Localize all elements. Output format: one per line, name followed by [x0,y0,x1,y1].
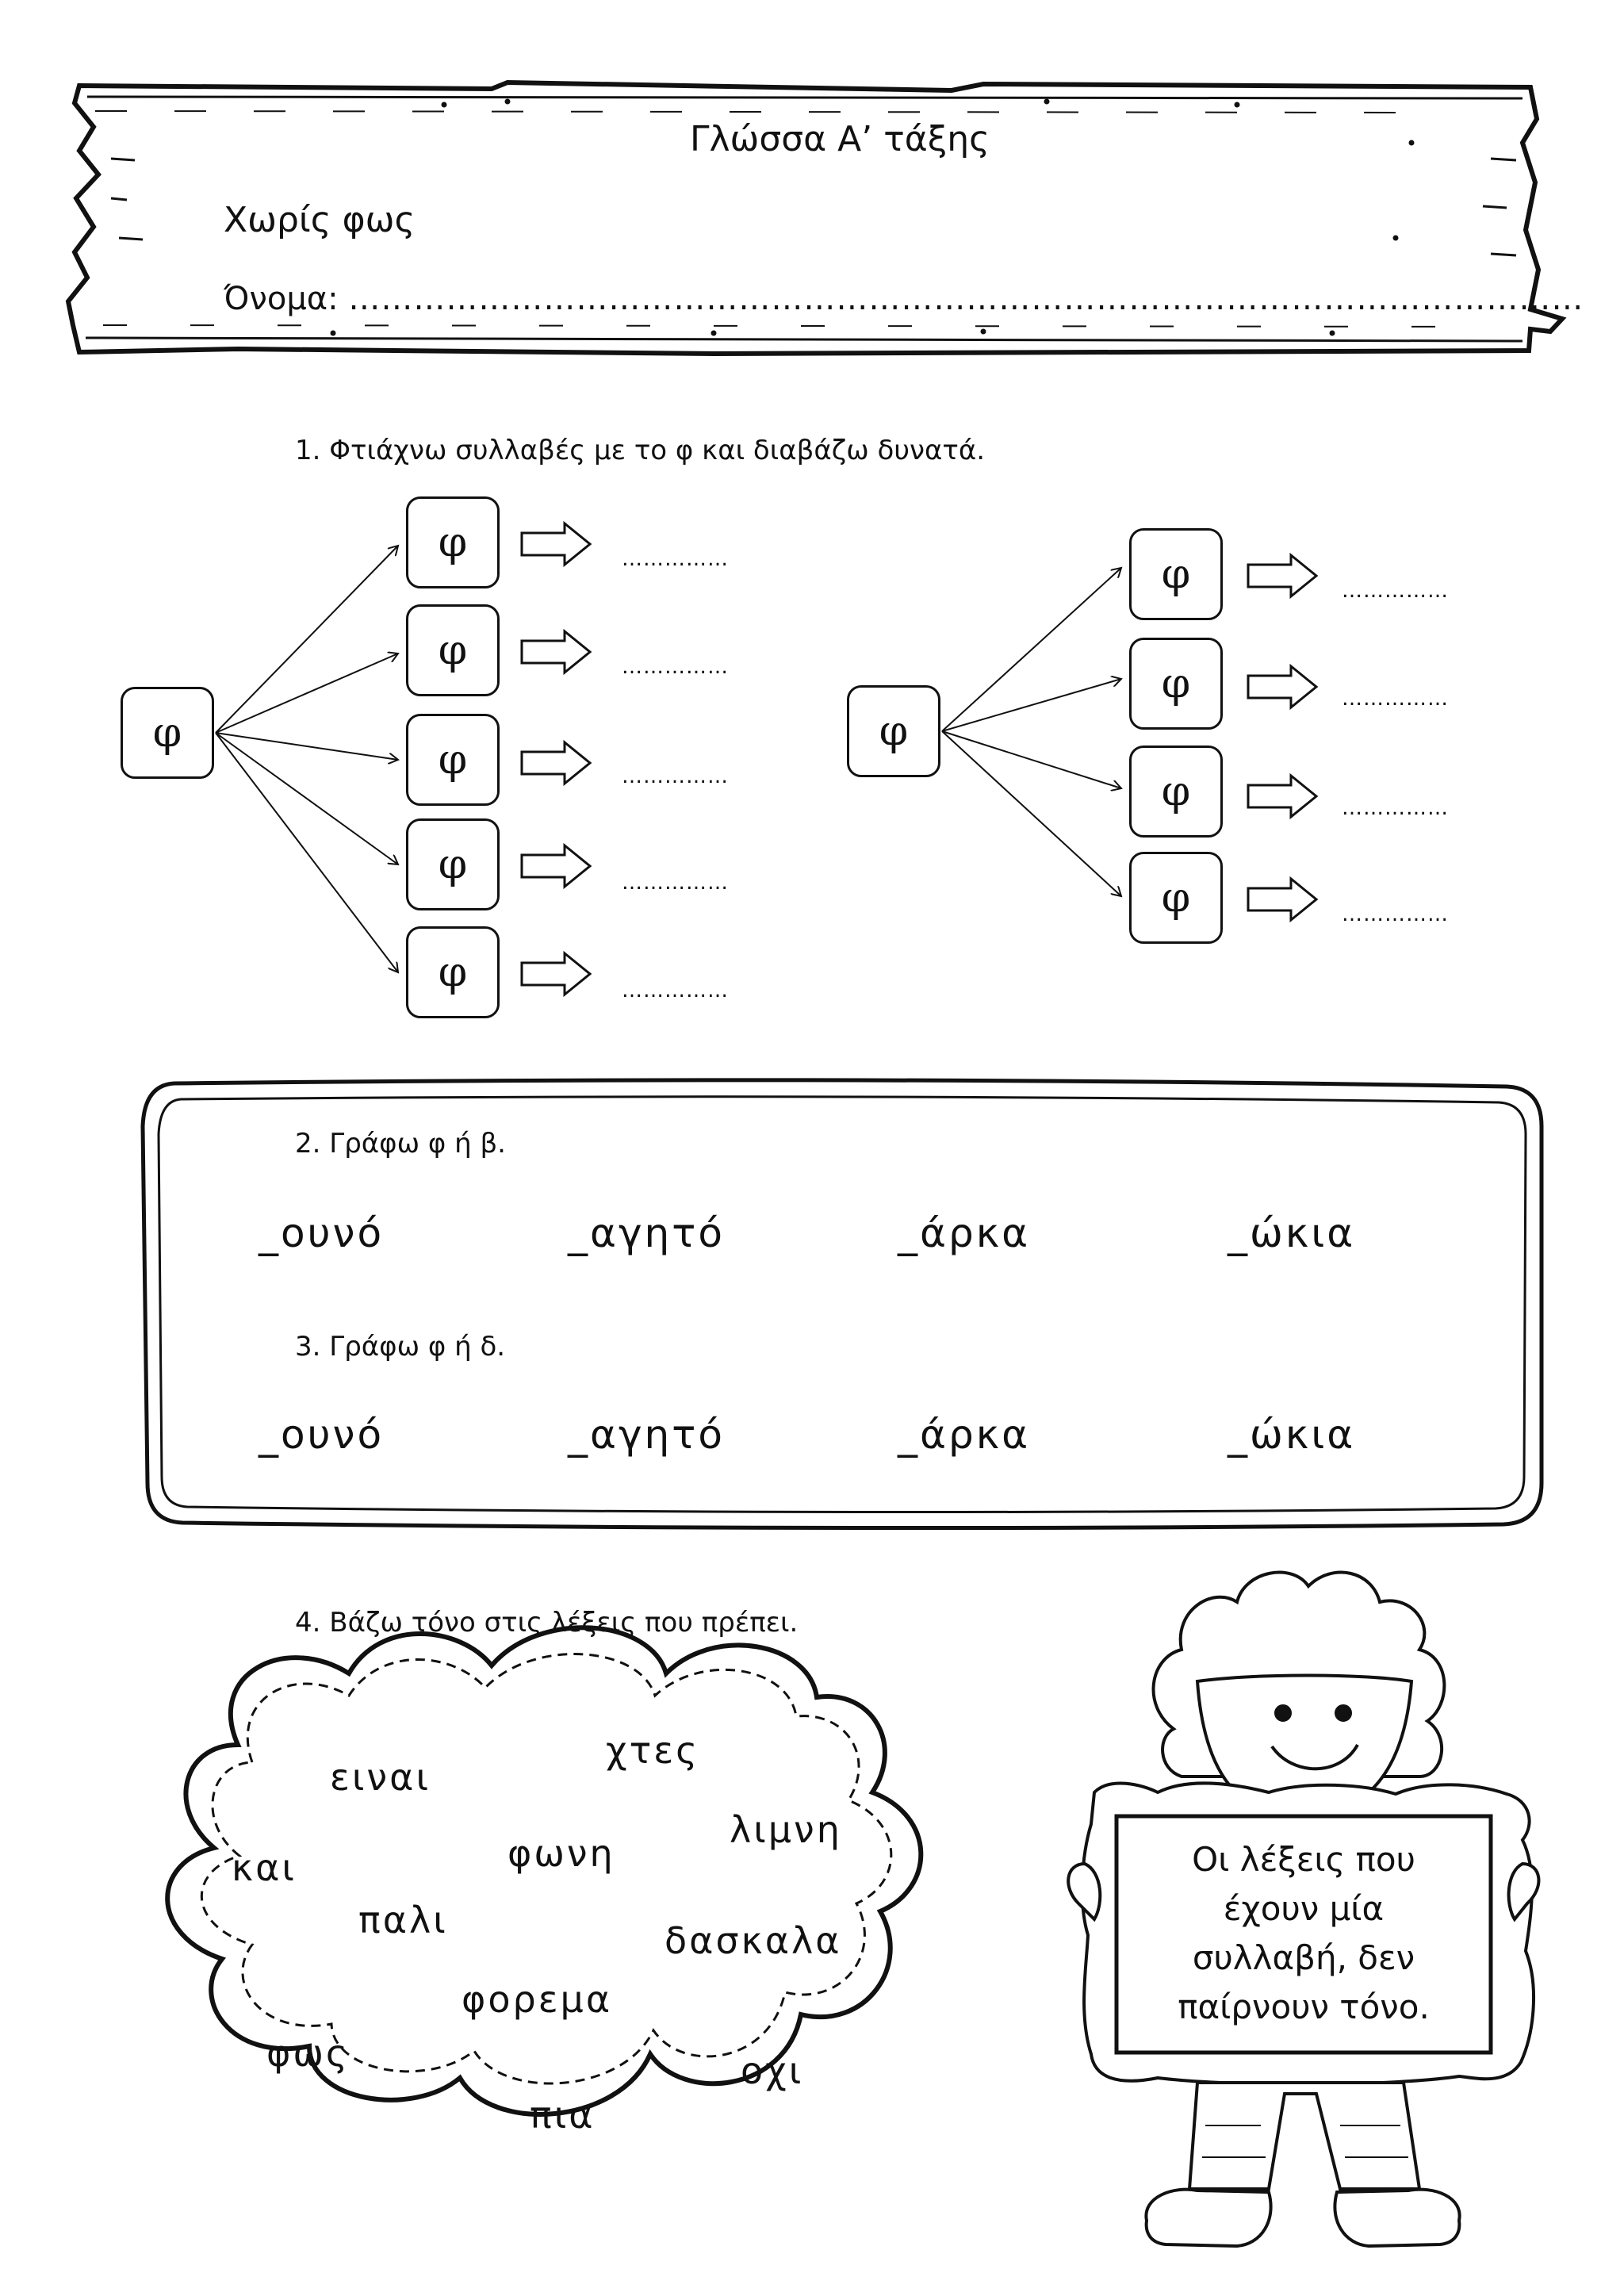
left-branch-box-3: φ [406,714,500,806]
exercise-2-word-2[interactable]: _αγητό [568,1210,725,1256]
sign-note: Οι λέξεις που έχουν μία συλλαβή, δεν παί… [1116,1815,1491,2053]
boy-left-eye [1274,1704,1292,1722]
exercise-2-instruction: 2. Γράφω φ ή β. [295,1128,506,1159]
exercise-2-word-4[interactable]: _ώκια [1228,1210,1356,1256]
exercise-3-word-1[interactable]: _ουνό [259,1412,385,1458]
boy-illustration [1067,1570,1541,2248]
exercise-3-word-3[interactable]: _άρκα [898,1412,1031,1458]
right-answer-blank-2[interactable]: …………… [1342,687,1449,711]
worksheet-subtitle: Χωρίς φως [224,200,416,240]
right-branch-box-1: φ [1129,528,1223,620]
exercise-4-instruction: 4. Βάζω τόνο στις λέξεις που πρέπει. [295,1607,799,1639]
sign-note-line-1: Οι λέξεις που [1192,1840,1415,1879]
cloud-word-4[interactable]: και [232,1846,297,1889]
left-branch-box-4: φ [406,818,500,910]
left-tree-spokes [215,546,398,972]
right-answer-blank-1[interactable]: …………… [1342,579,1449,603]
exercise-1-instruction: 1. Φτιάχνω συλλαβές με το φ και διαβάζω … [295,435,986,466]
left-answer-blank-5[interactable]: …………… [622,979,729,1002]
sign-note-line-2: έχουν μία [1223,1889,1385,1928]
sign-board [1080,1781,1535,2087]
right-root-letter-box: φ [847,685,940,777]
right-branch-box-4: φ [1129,852,1223,944]
exercise-3-word-4[interactable]: _ώκια [1228,1412,1356,1458]
boy-mouth [1270,1744,1359,1771]
left-root-letter-box: φ [121,687,214,779]
right-answer-blank-4[interactable]: …………… [1342,903,1449,926]
sign-note-line-3: συλλαβή, δεν [1192,1938,1415,1977]
boy-right-hand [1507,1861,1541,1922]
cloud-word-10[interactable]: οχι [741,2049,804,2092]
wooden-board-frame [65,79,1567,357]
left-answer-blank-3[interactable]: …………… [622,765,729,788]
cloud-word-6[interactable]: παλι [358,1899,448,1941]
name-blank[interactable]: …………………………………………………………………………………………………… [348,281,1584,317]
left-answer-blank-1[interactable]: …………… [622,547,729,571]
cloud-word-5[interactable]: φωνη [508,1832,615,1875]
right-answer-blank-3[interactable]: …………… [1342,796,1449,820]
boy-legs [1187,2081,1422,2191]
boy-left-shoe [1144,2187,1273,2248]
exercise-2-word-1[interactable]: _ουνό [259,1210,385,1256]
cloud-word-8[interactable]: φορεμα [462,1978,613,2021]
name-line: Όνομα: ………………………………………………………………………………………… [224,281,1584,317]
boy-right-shoe [1333,2187,1461,2248]
worksheet-title: Γλώσσα Α’ τάξης [690,119,990,159]
right-block-arrows [1247,552,1319,923]
left-block-arrows [520,520,592,998]
left-branch-box-2: φ [406,604,500,696]
cloud-word-3[interactable]: λιμνη [730,1808,842,1851]
left-answer-blank-2[interactable]: …………… [622,655,729,679]
sign-inner-border [1114,1814,1493,2055]
sign-note-line-4: παίρνουν τόνο. [1178,1987,1430,2026]
right-branch-box-3: φ [1129,746,1223,838]
cloud-word-9[interactable]: φως [266,2032,350,2075]
exercise-2-word-3[interactable]: _άρκα [898,1210,1031,1256]
left-branch-box-5: φ [406,926,500,1018]
boy-right-eye [1335,1704,1352,1722]
exercise-3-instruction: 3. Γράφω φ ή δ. [295,1331,506,1363]
cloud-word-2[interactable]: χτες [606,1729,700,1772]
left-branch-box-1: φ [406,496,500,588]
cloud-shape [165,1625,924,2117]
right-tree-spokes [941,568,1121,896]
boy-left-hand [1067,1861,1102,1922]
name-label: Όνομα: [224,281,339,317]
exercise-3-word-2[interactable]: _αγητό [568,1412,725,1458]
right-branch-box-2: φ [1129,638,1223,730]
left-answer-blank-4[interactable]: …………… [622,871,729,895]
exercise-frame [140,1078,1544,1531]
cloud-word-11[interactable]: πια [530,2094,596,2137]
cloud-word-1[interactable]: ειναι [330,1756,431,1799]
cloud-word-7[interactable]: δασκαλα [665,1919,842,1962]
